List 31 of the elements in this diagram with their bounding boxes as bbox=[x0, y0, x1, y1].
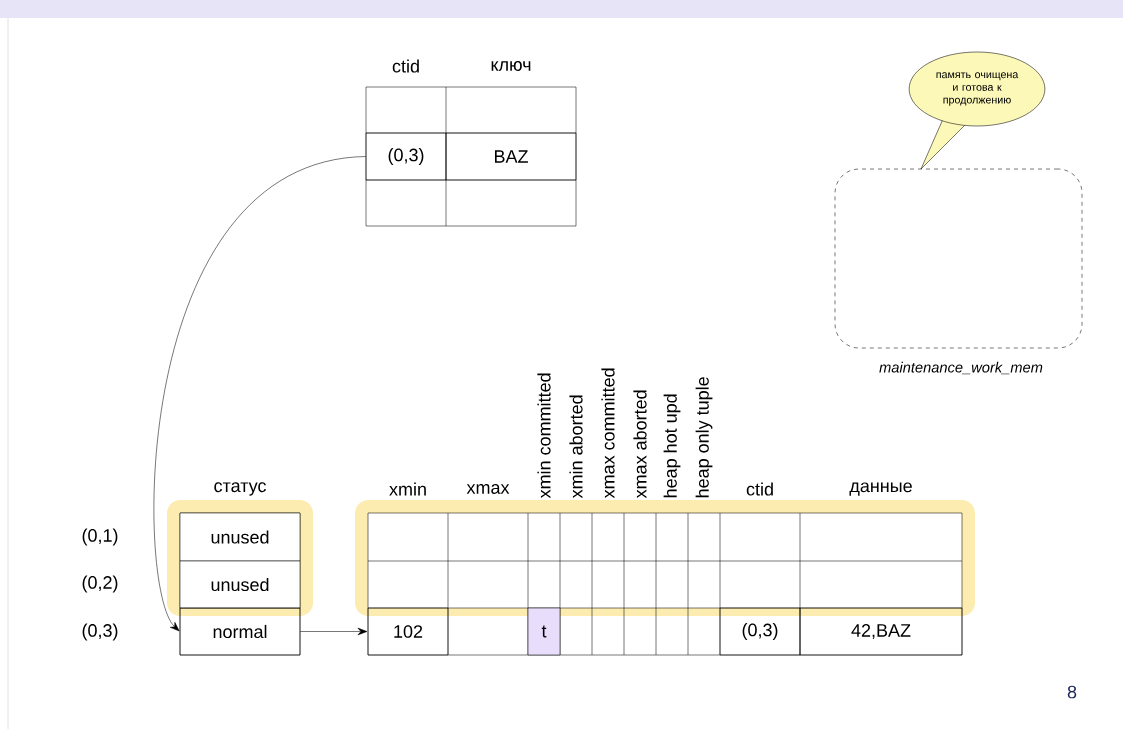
column-header: xmax bbox=[466, 484, 510, 494]
column-header: xmax aborted bbox=[633, 390, 647, 499]
speech-bubble: память очищена и готова к продолжению bbox=[908, 51, 1046, 170]
table-cell: unused bbox=[179, 560, 301, 609]
column-header: данные bbox=[849, 482, 912, 496]
column-header: xmin bbox=[389, 482, 426, 496]
table-cell: BAZ bbox=[445, 132, 577, 181]
column-header: xmin committed bbox=[537, 373, 551, 499]
table-cell: normal bbox=[179, 607, 301, 656]
table-cell: unused bbox=[179, 512, 301, 562]
column-header: heap hot upd bbox=[663, 394, 681, 498]
column-header: heap only tuple bbox=[695, 377, 713, 498]
table-cell: 102 bbox=[367, 607, 449, 656]
table-cell: (0,3) bbox=[365, 132, 447, 181]
page-number: 8 bbox=[1067, 685, 1077, 699]
arrow bbox=[300, 627, 368, 636]
memory-box bbox=[834, 168, 1083, 349]
column-header: ctid bbox=[746, 482, 773, 496]
box-caption: maintenance_work_mem bbox=[879, 361, 1043, 375]
row-label: (0,3) bbox=[82, 623, 118, 641]
table-cell: (0,3) bbox=[719, 607, 801, 656]
column-header: xmax committed bbox=[601, 368, 615, 499]
table-cell: 42,BAZ bbox=[799, 607, 963, 656]
row-label: (0,2) bbox=[82, 575, 118, 593]
column-header: ключ bbox=[491, 61, 531, 71]
row-label: (0,1) bbox=[82, 528, 118, 546]
table-cell: t bbox=[527, 607, 561, 656]
column-header: ctid bbox=[392, 59, 419, 73]
arrow bbox=[153, 156, 366, 632]
column-header: статус bbox=[214, 482, 266, 496]
column-header: xmin aborted bbox=[569, 395, 583, 499]
